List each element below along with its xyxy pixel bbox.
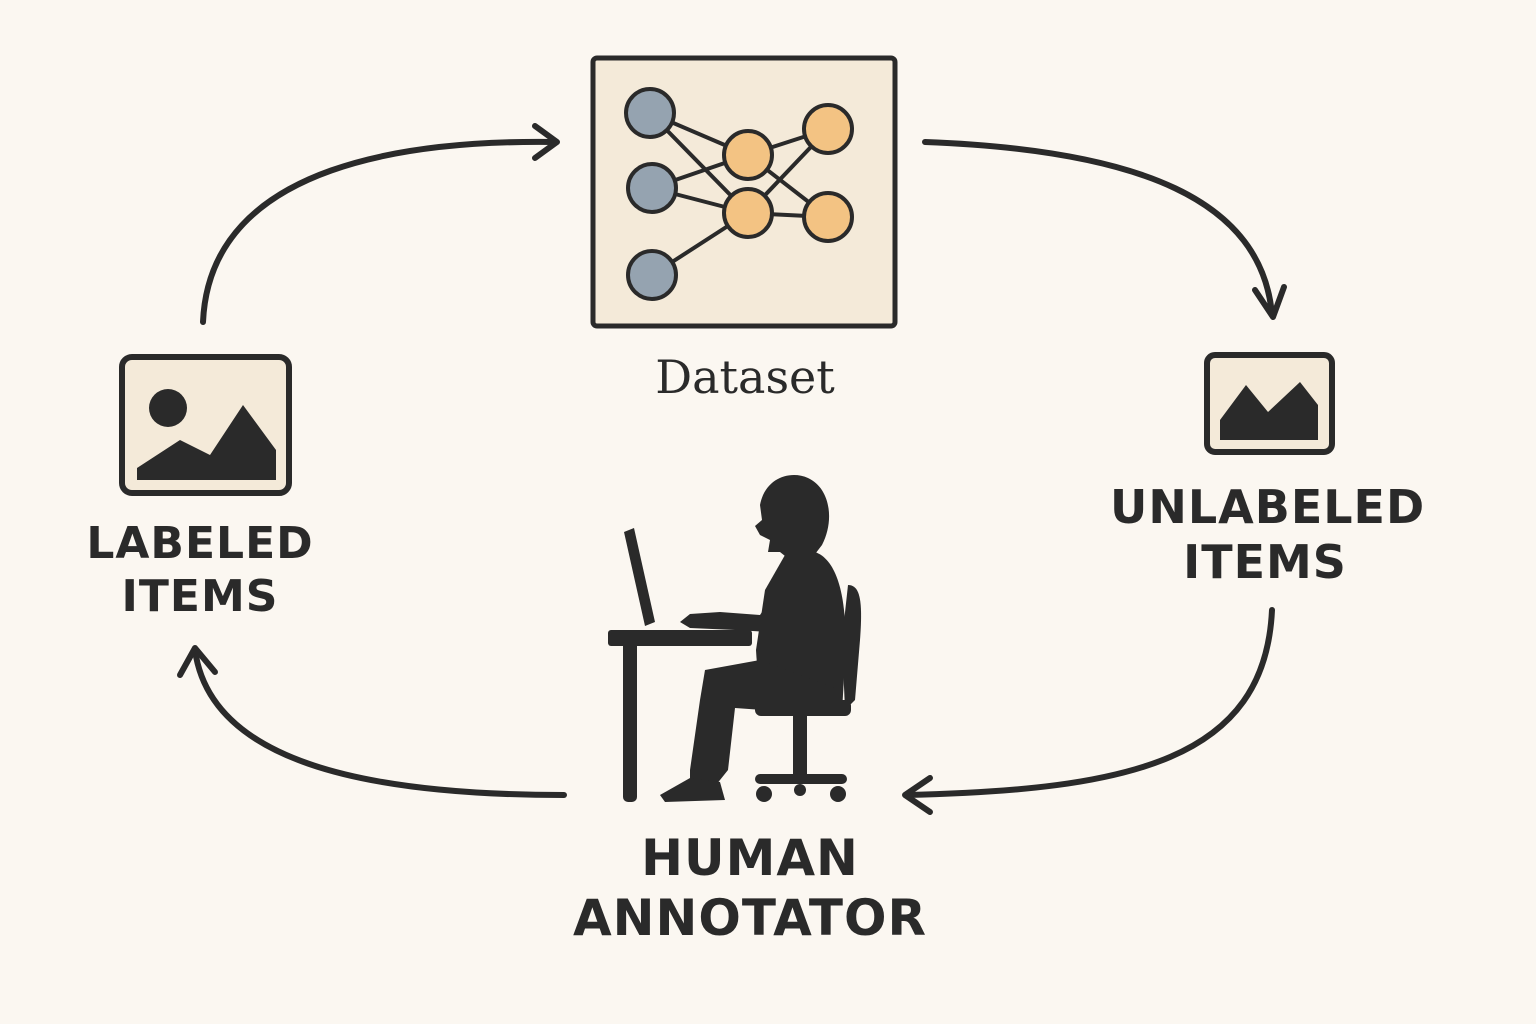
arrow-labeled-to-dataset-head [532,123,560,161]
labeled-items-label: LABELED ITEMS [60,518,340,624]
dataset-label: Dataset [600,350,890,405]
labeled-items-label-line1: LABELED [86,518,314,569]
labeled-image-icon [119,354,292,496]
arrow-unlabeled-to-human [903,607,1275,798]
human-annotator-label-line1: HUMAN [641,829,859,887]
arrow-dataset-to-unlabeled-head [1252,284,1287,320]
human-annotator-label-line2: ANNOTATOR [572,889,928,947]
arrow-human-to-labeled-head [177,645,218,678]
arrow-unlabeled-to-human-head [902,775,933,815]
dataset-panel [590,55,898,329]
arrow-human-to-labeled [192,647,567,798]
neural-network-icon [624,87,854,301]
unlabeled-items-label-line2: ITEMS [1183,535,1347,590]
dataset-label-text: Dataset [655,350,835,404]
human-annotator-label: HUMAN ANNOTATOR [560,828,940,948]
unlabeled-items-label-line1: UNLABELED [1110,480,1426,534]
arrow-dataset-to-unlabeled [922,139,1275,318]
person-at-laptop-icon [608,475,862,802]
labeled-items-label-line2: ITEMS [121,570,279,622]
unlabeled-image-icon [1204,352,1335,455]
arrow-labeled-to-dataset [200,138,559,325]
unlabeled-items-label: UNLABELED ITEMS [1110,480,1426,590]
